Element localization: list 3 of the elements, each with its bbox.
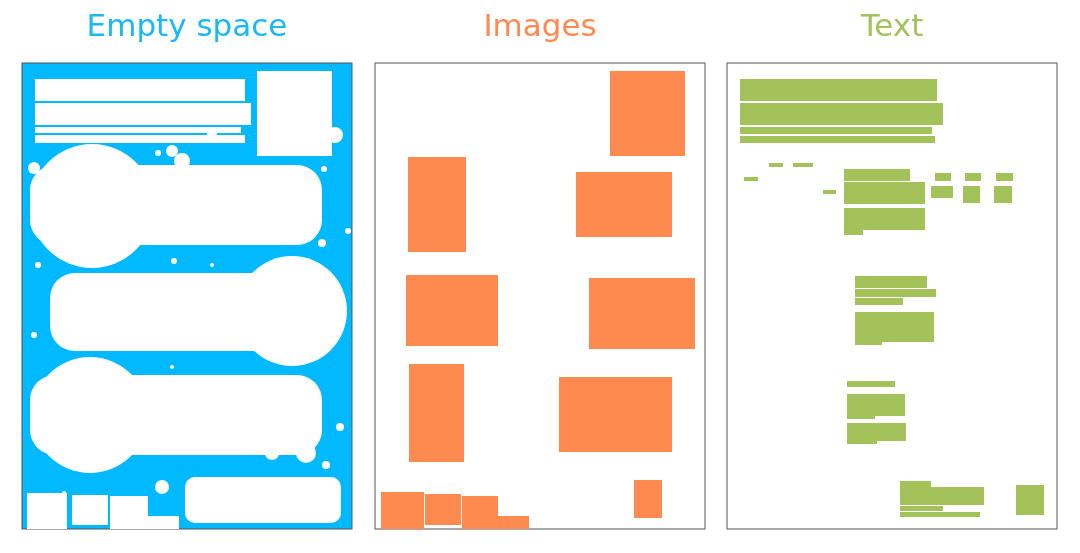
panel-title: Empty space [86,6,288,45]
panel-title: Images [483,6,597,45]
panel-title: Text [860,6,924,45]
